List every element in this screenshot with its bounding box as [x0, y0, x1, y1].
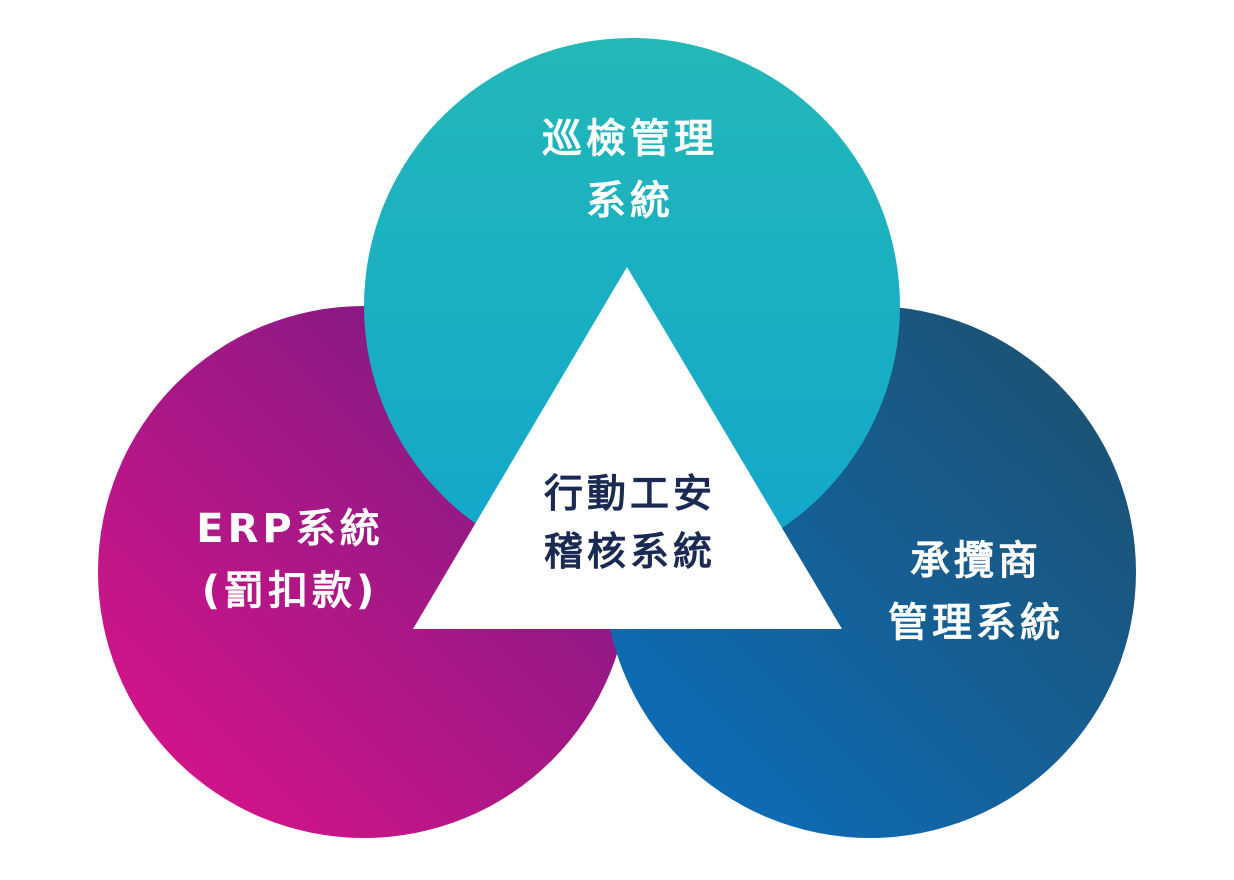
label-erp-system: ERP系統 (罰扣款): [110, 498, 470, 622]
center-triangle: [413, 267, 842, 629]
label-mobile-safety-audit: 行動工安 稽核系統: [470, 466, 790, 582]
label-center-line-1: 行動工安: [543, 472, 716, 517]
label-contractor-management: 承攬商 管理系統: [776, 530, 1176, 654]
label-inspection-management: 巡檢管理 系統: [430, 108, 830, 232]
label-inspection-line-2: 系統: [586, 178, 674, 224]
label-center-line-2: 稽核系統: [543, 530, 716, 575]
label-inspection-line-1: 巡檢管理: [542, 116, 718, 162]
label-contractor-line-1: 承攬商: [910, 538, 1042, 584]
label-erp-line-1: ERP系統: [196, 506, 384, 552]
label-erp-line-2: (罰扣款): [201, 568, 379, 614]
label-contractor-line-2: 管理系統: [888, 600, 1064, 646]
